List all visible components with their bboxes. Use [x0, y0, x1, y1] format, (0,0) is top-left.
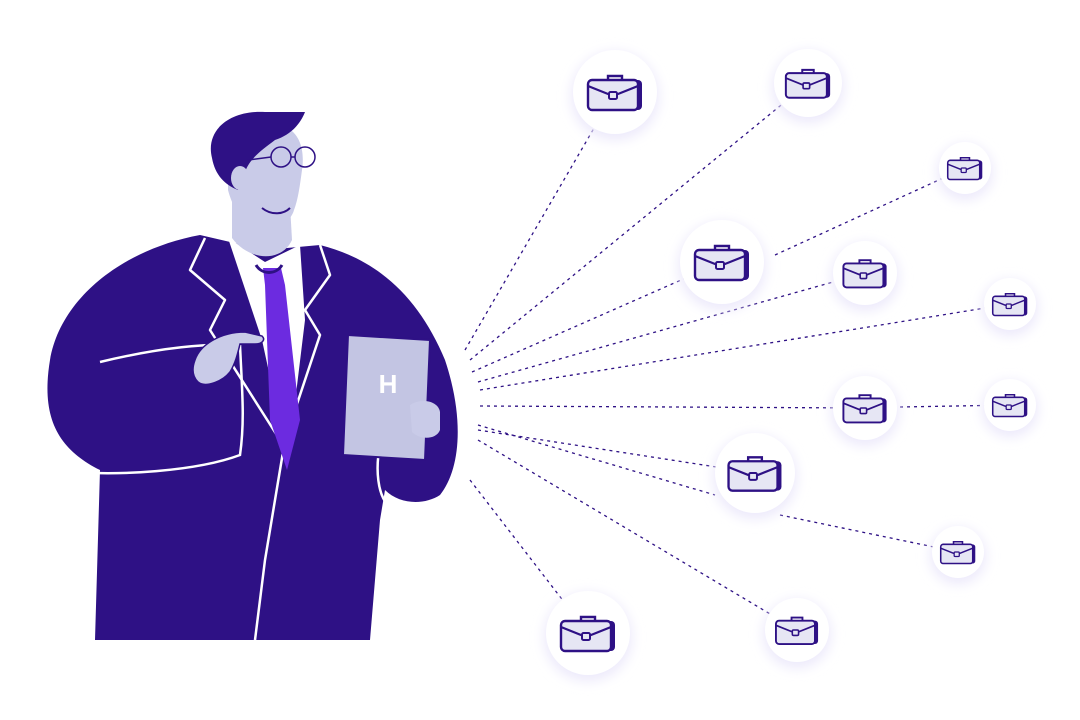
briefcase-node	[982, 379, 1038, 437]
briefcase-icon	[784, 68, 831, 99]
businessman-figure: H	[47, 111, 458, 641]
briefcase-nodes	[544, 49, 1038, 681]
connection-line	[469, 82, 809, 361]
briefcase-node	[831, 376, 899, 446]
tablet: H	[341, 333, 432, 462]
briefcase-icon	[991, 292, 1028, 317]
briefcase-node	[831, 241, 899, 311]
briefcase-node	[930, 526, 986, 584]
briefcase-icon	[842, 394, 887, 424]
briefcase-node	[571, 50, 659, 140]
connection-lines	[464, 82, 1011, 634]
suit-lapel-right	[283, 244, 332, 441]
briefcase-icon	[693, 244, 749, 282]
briefcase-node	[937, 142, 993, 200]
briefcase-node	[678, 220, 766, 310]
connection-line	[477, 424, 716, 496]
briefcase-icon	[775, 616, 819, 645]
briefcase-icon	[939, 540, 976, 565]
right-hand	[410, 400, 440, 438]
tie	[263, 268, 300, 470]
briefcase-icon	[842, 259, 887, 289]
ear	[231, 166, 249, 190]
connection-line	[477, 429, 756, 474]
briefcase-node	[772, 49, 844, 123]
briefcase-icon	[727, 456, 782, 492]
connection-line	[477, 439, 798, 631]
suit-front-line	[253, 439, 287, 641]
connection-line	[477, 272, 866, 383]
connection-line	[779, 514, 959, 553]
briefcase-icon	[946, 156, 983, 181]
pointing-hand	[192, 331, 265, 386]
briefcase-icon	[586, 74, 642, 112]
connection-line	[464, 91, 616, 351]
collar-shadow	[254, 264, 284, 274]
briefcase-node	[713, 433, 797, 519]
briefcase-node	[544, 591, 632, 681]
connection-line	[479, 303, 1011, 391]
mouth	[261, 207, 291, 215]
briefcase-node	[763, 598, 831, 668]
briefcase-icon	[559, 615, 615, 653]
glasses-icon	[247, 146, 316, 168]
tablet-logo: H	[379, 369, 398, 399]
connection-line	[479, 405, 866, 409]
briefcase-node	[982, 278, 1038, 336]
briefcase-icon	[991, 393, 1028, 418]
